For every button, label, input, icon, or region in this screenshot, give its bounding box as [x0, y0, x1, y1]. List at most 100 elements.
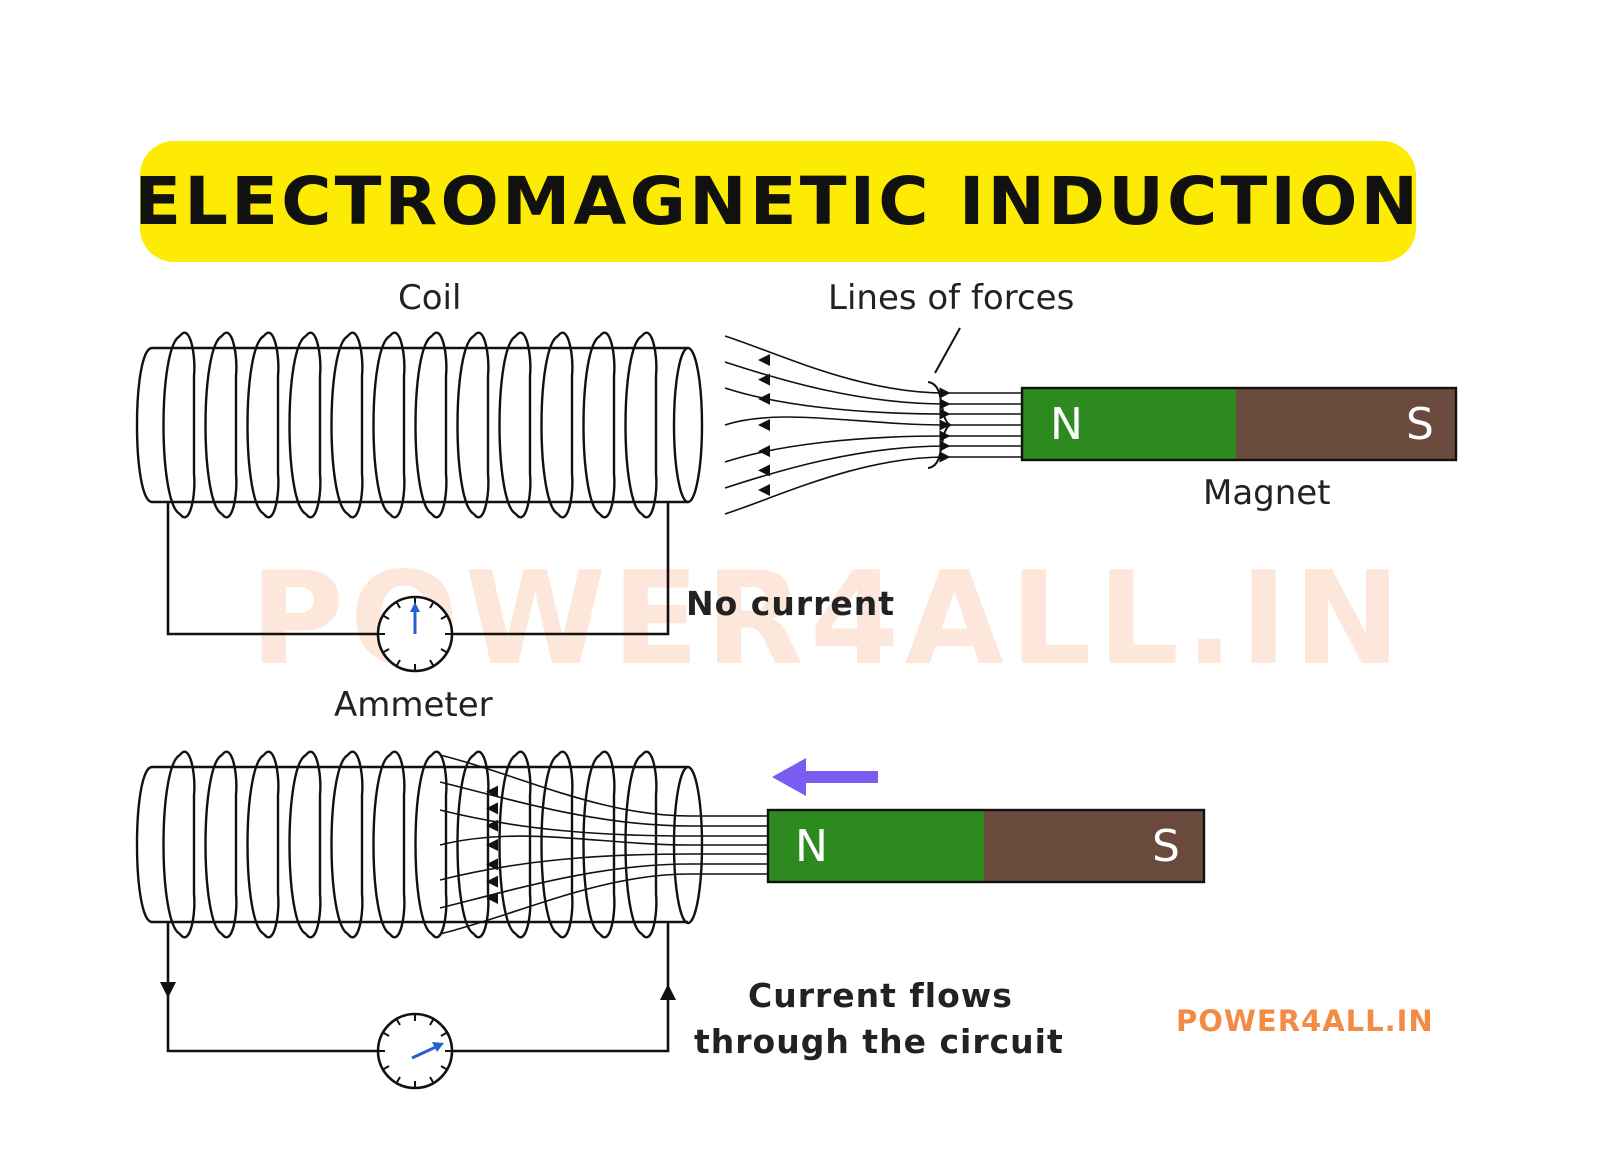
ammeter-tick — [440, 614, 448, 620]
coil-turn — [246, 331, 280, 519]
coil-turn — [498, 750, 532, 939]
ammeter-tick — [440, 1065, 448, 1071]
coil-turn — [204, 750, 238, 939]
bottom-south-pole-label: S — [1152, 821, 1180, 872]
title-banner: ELECTROMAGNETIC INDUCTION — [135, 141, 1418, 262]
field-arrowhead — [486, 802, 498, 815]
ammeter-tick — [382, 614, 390, 620]
bottom-circuit — [166, 922, 670, 1053]
ammeter-tick — [440, 1031, 448, 1037]
coil-turn — [498, 331, 532, 519]
bottom-field-lines — [439, 754, 768, 935]
coil-turn — [372, 750, 406, 939]
ammeter-tick — [440, 648, 448, 654]
field-line — [724, 430, 1022, 463]
no-current-label: No current — [686, 584, 896, 623]
field-arrowhead — [486, 892, 498, 904]
field-arrowhead — [758, 353, 770, 366]
field-arrowhead — [486, 819, 498, 832]
field-line — [724, 361, 1022, 410]
field-line — [439, 809, 768, 837]
motion-arrow — [772, 758, 878, 796]
ammeter-tick — [395, 601, 401, 609]
ammeter-tick — [395, 1076, 401, 1084]
bottom-ammeter — [376, 1012, 454, 1090]
ammeter-tick — [429, 601, 435, 609]
top-circuit — [166, 502, 670, 636]
coil-turn — [414, 331, 448, 519]
coil-turn — [582, 331, 616, 519]
ammeter-tick — [395, 659, 401, 667]
coil-turn — [246, 750, 280, 939]
field-line — [724, 387, 1022, 420]
top-north-pole-label: N — [1050, 399, 1083, 450]
coil-turn — [288, 750, 322, 939]
coil-turn — [540, 750, 574, 939]
field-line — [439, 754, 768, 817]
coil-turn — [162, 331, 196, 519]
field-arrowhead — [758, 419, 770, 431]
current-arrow-down — [160, 982, 176, 998]
field-lines-label: Lines of forces — [828, 278, 1075, 318]
field-line — [724, 416, 1022, 431]
coil-label: Coil — [398, 278, 462, 318]
top-ammeter — [376, 595, 454, 673]
bottom-magnet — [766, 808, 1206, 884]
field-arrowhead — [758, 392, 770, 405]
top-coil-turns — [162, 331, 658, 519]
field-arrowhead — [758, 484, 770, 497]
magnet-label: Magnet — [1203, 473, 1331, 513]
through-circuit-label: through the circuit — [694, 1022, 1064, 1061]
coil-turn — [456, 331, 490, 519]
field-arrowhead — [486, 839, 498, 851]
ammeter-tick — [429, 1076, 435, 1084]
coil-turn — [540, 331, 574, 519]
current-arrow-up — [660, 984, 676, 1000]
ammeter-tick — [382, 1065, 390, 1071]
top-field-lines — [724, 335, 1022, 515]
field-line — [724, 451, 1022, 515]
field-arrowhead — [758, 373, 770, 386]
brand-logo-text: POWER4ALL.IN — [1176, 1004, 1434, 1038]
ammeter-tick — [429, 659, 435, 667]
field-label-leader — [934, 327, 961, 374]
coil-turn — [372, 331, 406, 519]
top-south-pole-label: S — [1406, 399, 1434, 450]
coil-turn — [162, 750, 196, 939]
bottom-coil — [135, 750, 704, 939]
field-line — [439, 863, 768, 909]
coil-turn — [330, 331, 364, 519]
current-flows-label: Current flows — [748, 976, 1013, 1015]
field-arrowhead — [486, 858, 498, 871]
field-arrowhead — [486, 785, 498, 798]
field-line — [724, 335, 1022, 399]
coil-turn — [414, 750, 448, 939]
ammeter-tick — [382, 648, 390, 654]
ammeter-tick — [382, 1031, 390, 1037]
field-line — [439, 853, 768, 881]
field-arrowhead — [486, 875, 498, 888]
top-coil — [135, 331, 704, 519]
field-bracket — [927, 381, 952, 469]
page-title: ELECTROMAGNETIC INDUCTION — [134, 163, 1422, 240]
field-line — [439, 873, 768, 935]
top-magnet — [1020, 386, 1458, 462]
field-line — [439, 781, 768, 827]
coil-turn — [204, 331, 238, 519]
coil-turn — [330, 750, 364, 939]
coil-turn — [288, 331, 322, 519]
field-arrowhead — [758, 464, 770, 477]
coil-turn — [456, 750, 490, 939]
bottom-coil-turns — [162, 750, 658, 939]
coil-turn — [624, 331, 658, 519]
bottom-north-pole-label: N — [795, 821, 828, 872]
ammeter-tick — [429, 1018, 435, 1026]
ammeter-label: Ammeter — [334, 685, 493, 725]
field-line — [439, 835, 768, 846]
bottom-ammeter-needle — [411, 1044, 439, 1060]
ammeter-tick — [395, 1018, 401, 1026]
field-arrowhead — [758, 445, 770, 458]
field-line — [724, 440, 1022, 489]
coil-turn — [582, 750, 616, 939]
